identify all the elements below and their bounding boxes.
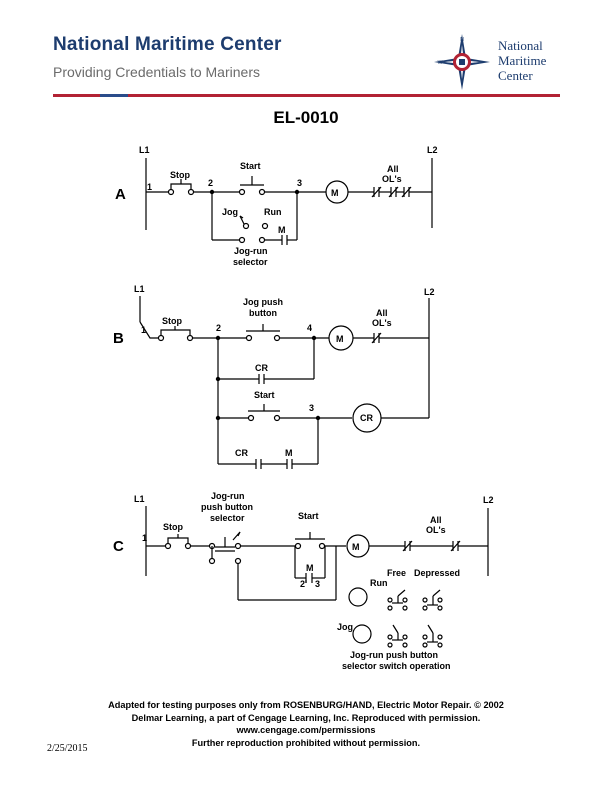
- b-start-label: Start: [254, 390, 275, 400]
- c-node-label: 2: [300, 579, 305, 589]
- c-overloads-label: OL's: [426, 525, 446, 535]
- c-selector-label: Jog-run: [211, 491, 245, 501]
- a-motor-label: M: [331, 188, 339, 198]
- c-operation-label: selector switch operation: [342, 661, 451, 671]
- c-node-label: 3: [315, 579, 320, 589]
- b-relay-label: CR: [360, 413, 373, 423]
- c-selector-label: push button: [201, 502, 253, 512]
- diagram-b: [139, 296, 430, 469]
- logo-wordmark: National Maritime Center: [498, 38, 568, 83]
- b-node-label: 3: [309, 403, 314, 413]
- diagram-a-letter: A: [115, 186, 126, 203]
- a-node-label: 2: [208, 178, 213, 188]
- a-l2-label: L2: [427, 145, 438, 155]
- diagram-c: [145, 506, 489, 648]
- diagram-b-letter: B: [113, 330, 124, 347]
- c-depressed-label: Depressed: [414, 568, 460, 578]
- a-selector-label: Jog-run: [234, 246, 268, 256]
- b-jog-push-label: button: [249, 308, 277, 318]
- header-divider-accent: [100, 94, 128, 97]
- b-stop-label: Stop: [162, 316, 182, 326]
- b-l1-label: L1: [134, 284, 145, 294]
- b-overloads-label: OL's: [372, 318, 392, 328]
- a-l1-label: L1: [139, 145, 150, 155]
- c-selector-label: selector: [210, 513, 245, 523]
- footer-line: Further reproduction prohibited without …: [191, 737, 421, 748]
- b-node-label: 2: [216, 323, 221, 333]
- a-start-label: Start: [240, 161, 261, 171]
- b-l2-label: L2: [424, 287, 435, 297]
- c-stop-label: Stop: [163, 522, 183, 532]
- logo-line: Center: [498, 68, 533, 83]
- a-overloads-label: All: [387, 164, 399, 174]
- a-run-label: Run: [264, 207, 282, 217]
- organization-tagline: Providing Credentials to Mariners: [53, 64, 260, 80]
- c-operation-label: Jog-run push button: [350, 650, 438, 660]
- b-jog-push-label: Jog push: [243, 297, 283, 307]
- b-node-label: 4: [307, 323, 312, 333]
- c-contact-m-label: M: [306, 563, 314, 573]
- c-motor-label: M: [352, 542, 360, 552]
- c-l2-label: L2: [483, 495, 494, 505]
- a-selector-label: selector: [233, 257, 268, 267]
- organization-title: National Maritime Center: [53, 34, 282, 55]
- copyright-notice: Adapted for testing purposes only from R…: [0, 699, 612, 749]
- a-node-label: 1: [147, 182, 152, 192]
- document-id: EL-0010: [273, 108, 339, 127]
- a-node-label: 3: [297, 178, 302, 188]
- header-divider: [53, 94, 560, 97]
- c-start-label: Start: [298, 511, 319, 521]
- b-motor-label: M: [336, 334, 344, 344]
- c-node-label: 1: [142, 533, 147, 543]
- b-node-label: 1: [141, 325, 146, 335]
- c-run-label: Run: [370, 578, 388, 588]
- logo-line: National: [498, 38, 543, 53]
- logo-line: Maritime: [498, 53, 547, 68]
- b-contact-m-label: M: [285, 448, 293, 458]
- diagram-a: [145, 158, 433, 245]
- svg-text:N: N: [460, 37, 464, 43]
- a-contact-m-label: M: [278, 225, 286, 235]
- b-overloads-label: All: [376, 308, 388, 318]
- b-contact-cr-label: CR: [235, 448, 248, 458]
- a-overloads-label: OL's: [382, 174, 402, 184]
- c-free-label: Free: [387, 568, 406, 578]
- c-jog-label: Jog: [337, 622, 353, 632]
- c-l1-label: L1: [134, 494, 145, 504]
- footer-line: Adapted for testing purposes only from R…: [108, 700, 504, 710]
- a-stop-label: Stop: [170, 170, 190, 180]
- footer-line: Delmar Learning, a part of Cengage Learn…: [131, 712, 481, 723]
- c-overloads-label: All: [430, 515, 442, 525]
- document-date: 2/25/2015: [47, 743, 88, 754]
- maritime-compass-logo-icon: N W: [434, 34, 490, 90]
- footer-line: www.cengage.com/permissions: [236, 725, 376, 735]
- b-contact-cr-label: CR: [255, 363, 268, 373]
- a-jog-label: Jog: [222, 207, 238, 217]
- svg-text:W: W: [438, 60, 443, 66]
- diagram-c-letter: C: [113, 538, 124, 555]
